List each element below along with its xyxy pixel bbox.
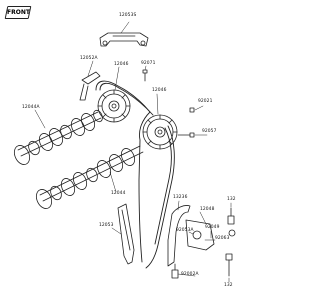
- label-12044a: 12044A: [22, 105, 40, 110]
- label-92063: 92063: [215, 236, 230, 241]
- timing-chain: [95, 80, 175, 269]
- camshaft-upper: [13, 109, 103, 165]
- label-132-top: 132: [227, 197, 236, 202]
- label-92053a: 92053A: [176, 228, 194, 233]
- sprocket-lower: [142, 114, 178, 150]
- label-13236: 13236: [173, 195, 188, 200]
- label-12052a: 12052A: [80, 56, 98, 61]
- label-132-bottom: 132: [224, 283, 233, 288]
- label-12046-top: 12046: [114, 62, 129, 67]
- label-92049: 92049: [205, 225, 220, 230]
- chain-guide-12052a: [79, 71, 101, 101]
- label-12046-mid: 12046: [152, 88, 167, 93]
- label-12048: 12048: [200, 207, 215, 212]
- label-92071-top: 92071: [141, 61, 156, 66]
- sprocket-upper: [97, 89, 131, 123]
- top-chain-guide: [99, 32, 149, 47]
- tensioner-13236: [167, 205, 236, 279]
- bolt-92071: [142, 69, 148, 82]
- label-12044: 12044: [111, 191, 126, 196]
- label-92002a: 92002A: [181, 272, 199, 277]
- bolt-92057: [177, 132, 195, 138]
- label-12053s: 12053S: [119, 13, 137, 18]
- diagram-drawing: [13, 21, 236, 283]
- label-92021: 92021: [198, 99, 213, 104]
- parts-diagram: FRONT: [4, 6, 236, 288]
- bolt-92021: [189, 107, 195, 113]
- chain-guide-12053: [117, 203, 135, 265]
- leader-lines: [34, 21, 232, 283]
- camshaft-lower: [35, 145, 144, 209]
- label-92057: 92057: [202, 129, 217, 134]
- label-12053: 12053: [99, 223, 114, 228]
